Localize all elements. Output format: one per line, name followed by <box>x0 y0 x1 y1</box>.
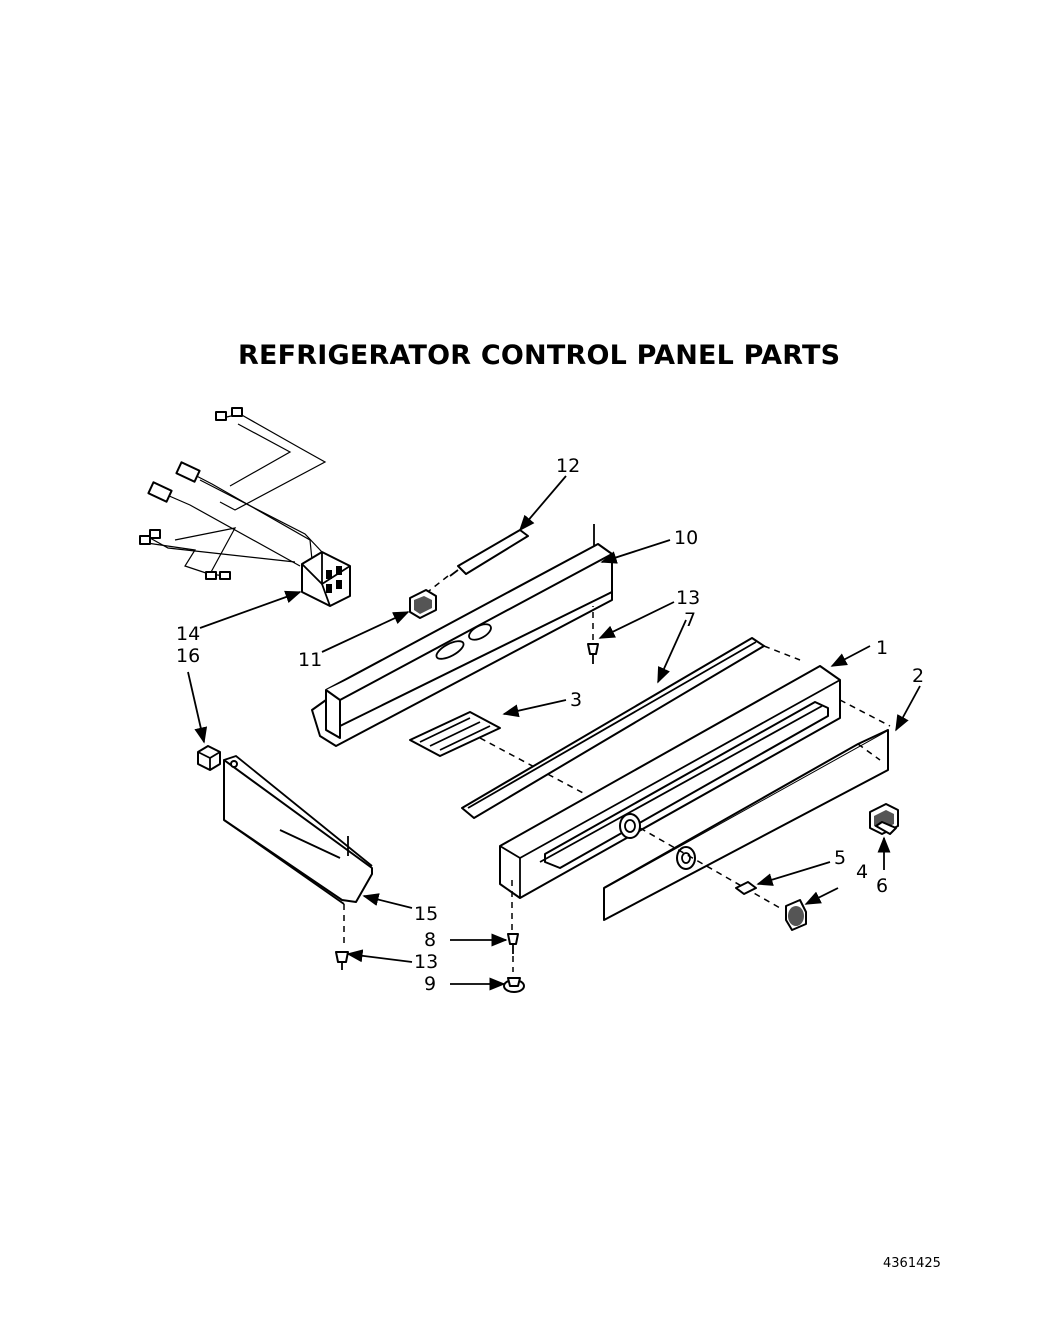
callout-13-bottom: 13 <box>414 951 438 973</box>
leader-lines <box>187 475 921 991</box>
callout-5: 5 <box>834 847 846 869</box>
callout-13-top: 13 <box>676 587 700 609</box>
callout-6: 6 <box>876 875 888 897</box>
wiring-harness <box>139 407 351 607</box>
callout-8: 8 <box>424 929 436 951</box>
callout-9: 9 <box>424 973 436 995</box>
callout-3: 3 <box>570 689 582 711</box>
callout-7: 7 <box>684 609 696 631</box>
callout-11: 11 <box>298 649 322 671</box>
callout-15: 15 <box>414 903 438 925</box>
connector-small <box>197 745 221 771</box>
control-bracket <box>311 524 613 747</box>
screw-part-8 <box>507 933 519 972</box>
gasket-strip <box>461 637 801 819</box>
callout-10: 10 <box>674 527 698 549</box>
callout-14: 14 <box>176 623 200 645</box>
diagram-title: REFRIGERATOR CONTROL PANEL PARTS <box>238 340 841 371</box>
control-housing <box>499 665 891 930</box>
screw-bottom <box>335 951 349 970</box>
callout-2: 2 <box>912 665 924 687</box>
screw-top <box>587 606 599 664</box>
callout-4: 4 <box>856 861 868 883</box>
lower-trim <box>223 754 373 944</box>
callout-16: 16 <box>176 645 200 667</box>
callout-1: 1 <box>876 637 888 659</box>
sensor-tube <box>419 529 529 599</box>
callout-12: 12 <box>556 455 580 477</box>
document-number: 4361425 <box>883 1256 941 1271</box>
clip <box>409 589 437 619</box>
rocker-switch <box>869 803 899 835</box>
callout-labels: 1 2 3 4 5 6 7 8 9 10 11 12 13 13 14 16 1… <box>176 455 924 995</box>
knob-assembly <box>639 827 807 931</box>
grommet-part-9 <box>503 977 525 993</box>
